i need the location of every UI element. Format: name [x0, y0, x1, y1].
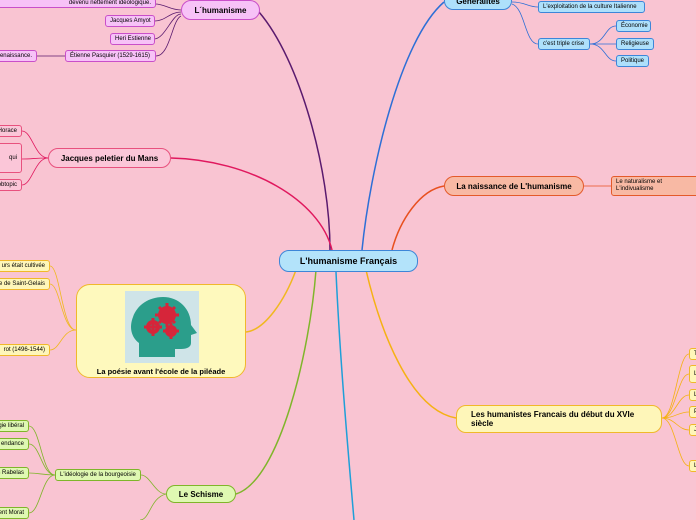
link-naissance [391, 185, 445, 251]
humanisme-item-ideologique[interactable]: devenu nettement idéologique. [0, 0, 156, 8]
humanistes-item-2[interactable]: L s [689, 365, 696, 383]
peletier-item-obtopic[interactable]: obtopic [0, 179, 22, 191]
crise-politique[interactable]: Politique [616, 55, 649, 67]
link-humanisme [258, 11, 331, 251]
humanisme-item-pasquier[interactable]: Étienne Pasquier (1529-1615) [65, 50, 156, 62]
branch-peletier[interactable]: Jacques peletier du Mans [48, 148, 171, 168]
branch-generalites[interactable]: Généralités [444, 0, 512, 10]
humanistes-item-6[interactable]: L [689, 460, 696, 472]
schisme-item-bourgeoisie[interactable]: L'idéologie de la bourgeoisie [55, 469, 141, 481]
poesie-item-cultivee[interactable]: urs était cultivée [0, 260, 50, 272]
poesie-label: La poésie avant l'école de la piléade [96, 367, 226, 376]
link-peletier [170, 157, 333, 251]
head-gears-icon [125, 291, 199, 363]
humanistes-item-4[interactable]: P [689, 406, 696, 418]
peletier-item-qui[interactable]: qui [0, 143, 22, 173]
peletier-item-horace[interactable]: Horace [0, 125, 22, 137]
link-poesie [245, 269, 297, 333]
branch-naissance[interactable]: La naissance de L'humanisme [444, 176, 584, 196]
branch-humanisme[interactable]: L´humanisme [181, 0, 260, 20]
humanisme-item-amyot[interactable]: Jacques Amyot [105, 15, 155, 27]
link-generalites [361, 1, 445, 251]
humanisme-item-estienne[interactable]: Heri Estienne [110, 33, 155, 45]
humanistes-item-3[interactable]: L [689, 389, 696, 401]
ideologie-item-liberal[interactable]: gie libéral [0, 420, 29, 432]
humanisme-item-renaissance[interactable]: renaissance. [0, 50, 37, 62]
ideologie-item-morat[interactable]: ent Morat [0, 507, 29, 519]
crise-religieuse[interactable]: Religieuse [616, 38, 654, 50]
central-topic[interactable]: L'humanisme Français [279, 250, 418, 272]
naissance-item-naturalisme[interactable]: Le naturalisme et L'indivualisme [611, 176, 696, 196]
poesie-item-marot[interactable]: rot (1496-1544) [0, 344, 50, 356]
link-schisme [235, 269, 317, 495]
generalites-item-triple-crise[interactable]: c'est triple crise [538, 38, 590, 50]
ideologie-item-rabelas[interactable]: s Rabelas [0, 467, 29, 479]
poesie-item-saint-gelais[interactable]: e de Saint-Gelais [0, 278, 50, 290]
humanistes-item-1[interactable]: T [689, 348, 696, 360]
link-bottom [335, 271, 355, 520]
link-humanistes [365, 269, 457, 419]
ideologie-item-endance[interactable]: endance [0, 438, 29, 450]
humanistes-item-5[interactable]: J [689, 424, 696, 436]
crise-economie[interactable]: Économie [616, 20, 651, 32]
branch-humanistes[interactable]: Les humanistes Francais du début du XVIe… [456, 405, 662, 433]
branch-poesie[interactable]: La poésie avant l'école de la piléade [76, 284, 246, 378]
generalites-item-culture-italienne[interactable]: L'exploitation de la culture Italienne [538, 1, 645, 13]
branch-schisme[interactable]: Le Schisme [166, 485, 236, 503]
